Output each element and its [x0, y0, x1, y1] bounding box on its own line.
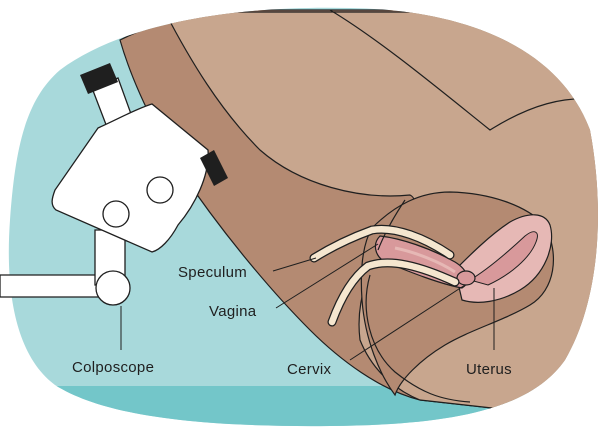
colposcope-knob-upper	[147, 177, 173, 203]
label-cervix: Cervix	[287, 361, 332, 378]
label-speculum: Speculum	[178, 264, 247, 281]
cervix	[457, 271, 475, 285]
colposcope-knob-lower	[103, 201, 129, 227]
label-colposcope: Colposcope	[72, 359, 154, 376]
colposcope-arm	[0, 275, 110, 297]
label-vagina: Vagina	[209, 303, 257, 320]
colposcope-joint	[96, 271, 130, 305]
label-uterus: Uterus	[466, 361, 512, 378]
